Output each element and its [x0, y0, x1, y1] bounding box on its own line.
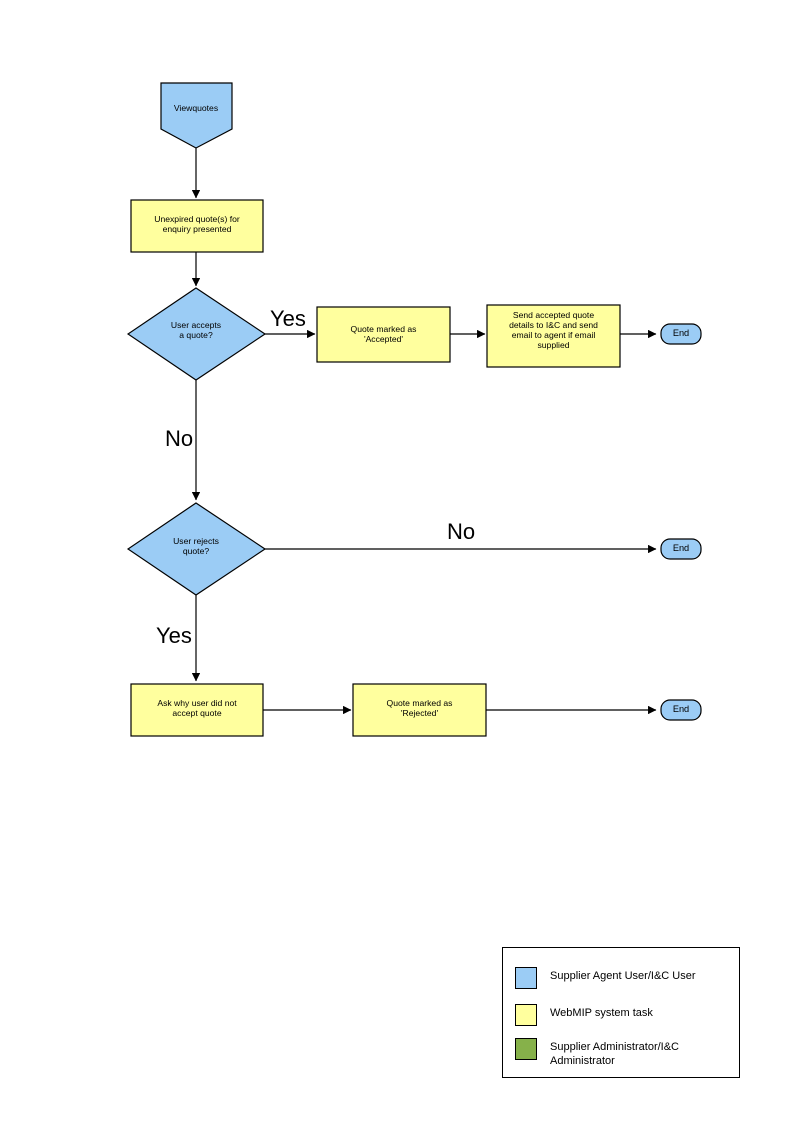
- node-quote-marked-accepted[interactable]: [316, 306, 451, 363]
- node-decision-user-accepts[interactable]: [126, 287, 267, 381]
- edge-label-accept-no: No: [165, 426, 194, 451]
- node-unexpired-quotes[interactable]: [130, 199, 264, 253]
- legend-swatch-system: [515, 1004, 537, 1026]
- edge-label-reject-yes: Yes: [156, 623, 192, 648]
- legend-swatch-admin: [515, 1038, 537, 1060]
- node-decision-user-rejects[interactable]: [126, 502, 267, 596]
- legend-item-admin: Supplier Administrator/I&C Administrator: [515, 1038, 679, 1069]
- node-ask-why-not-accepted[interactable]: [130, 683, 264, 737]
- legend-label-actor: Supplier Agent User/I&C User: [550, 970, 696, 982]
- legend-label-system: WebMIP system task: [550, 1007, 653, 1019]
- legend: Supplier Agent User/I&C User WebMIP syst…: [502, 947, 740, 1078]
- edge-label-reject-no: No: [447, 519, 476, 544]
- legend-item-system: WebMIP system task: [515, 1004, 653, 1026]
- legend-swatch-actor: [515, 967, 537, 989]
- legend-label-admin: Supplier Administrator/I&C Administrator: [550, 1041, 679, 1067]
- edge-label-accept-yes: Yes: [270, 306, 306, 331]
- node-end-no-reject[interactable]: [660, 538, 702, 560]
- node-quote-marked-rejected[interactable]: [352, 683, 487, 737]
- legend-item-actor: Supplier Agent User/I&C User: [515, 967, 696, 989]
- node-end-reject[interactable]: [660, 699, 702, 721]
- node-send-accepted-details[interactable]: [486, 304, 621, 368]
- node-end-accept[interactable]: [660, 323, 702, 345]
- node-start-viewquotes[interactable]: [160, 82, 233, 149]
